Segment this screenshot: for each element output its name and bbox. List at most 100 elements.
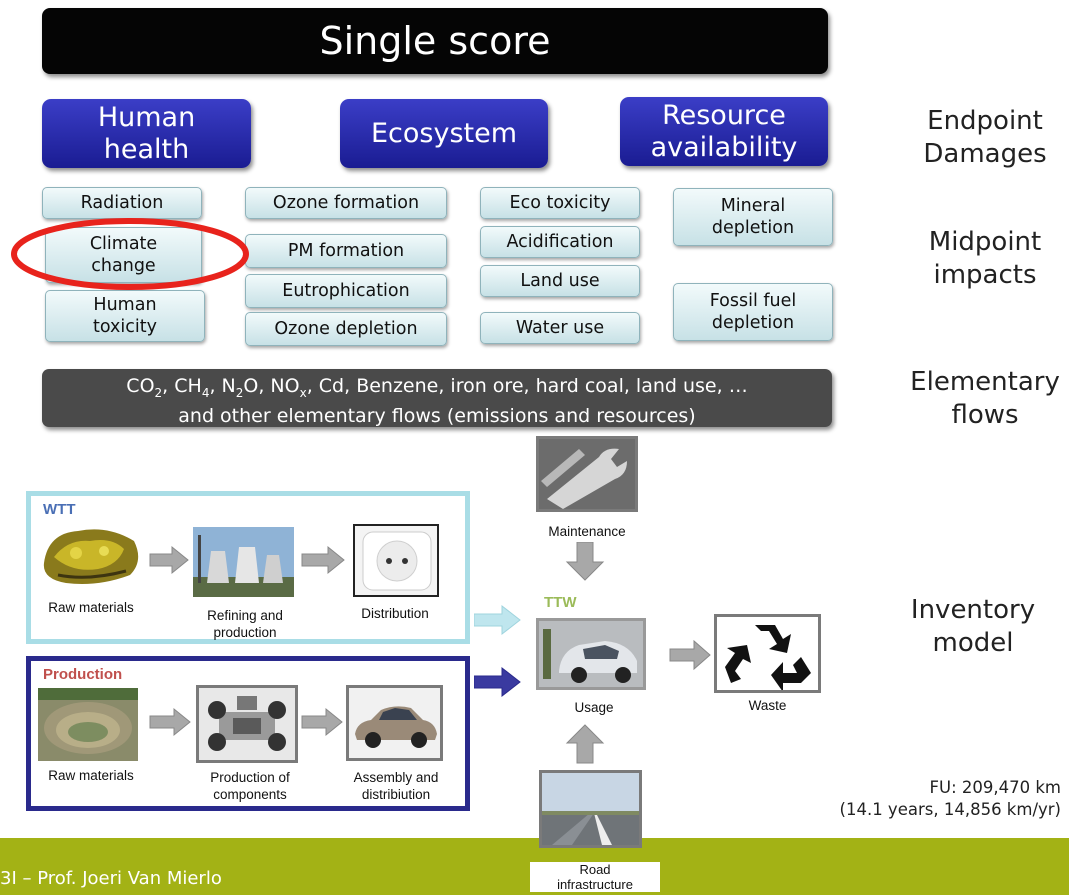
elementary-flows-line1: CO2, CH4, N2O, NOx, Cd, Benzene, iron or… (42, 375, 832, 405)
production-frame (26, 656, 470, 811)
maintenance-caption: Maintenance (548, 524, 626, 539)
road-icon (542, 773, 639, 845)
midpoint-ozone-depletion: Ozone depletion (245, 312, 447, 346)
car-icon (355, 706, 437, 748)
recycle-icon (725, 625, 811, 690)
midpoint-water-use: Water use (480, 312, 640, 344)
midpoint-acidification: Acidification (480, 226, 640, 258)
flow-co-sub: 2 (154, 385, 163, 400)
functional-unit: FU: 209,470 km (14.1 years, 14,856 km/yr… (840, 777, 1061, 821)
waste-caption: Waste (748, 698, 787, 713)
mine-raw-materials-image (38, 688, 138, 761)
midpoint-label-line2: depletion (711, 313, 795, 333)
wtt-label: WTT (43, 501, 76, 518)
caption-line2: production (213, 625, 277, 640)
midpoint-label-line2: change (91, 256, 156, 276)
side-label-line1: Midpoint (928, 227, 1042, 257)
label-midpoint-impacts: Midpoint impacts (900, 226, 1069, 292)
fu-line2: (14.1 years, 14,856 km/yr) (839, 800, 1061, 819)
usage-car-image (536, 618, 646, 690)
wrench-icon (539, 439, 635, 509)
flow-co: CO (126, 375, 155, 397)
midpoint-eco-toxicity: Eco toxicity (480, 187, 640, 219)
midpoint-label-line2: toxicity (93, 317, 157, 337)
footer-author: 3I – Prof. Joeri Van Mierlo (0, 868, 222, 889)
assembled-car-image (346, 685, 443, 761)
arrow-raw-to-refining (149, 545, 189, 575)
electric-car-icon (539, 621, 643, 687)
midpoint-label-line1: Fossil fuel (709, 291, 797, 311)
endpoint-label-line2: availability (650, 131, 798, 163)
midpoint-land-use: Land use (480, 265, 640, 297)
arrow-components-to-assembly (301, 707, 343, 737)
components-image (196, 685, 298, 763)
production-label: Production (43, 666, 123, 683)
refining-caption: Refining and production (190, 607, 300, 641)
side-label-line1: Inventory (910, 595, 1036, 625)
endpoint-label-line1: Resource (662, 99, 786, 131)
fu-line1: FU: 209,470 km (929, 778, 1061, 797)
arrow-production-to-ttw (474, 666, 521, 698)
arrow-refining-to-distribution (301, 545, 345, 575)
arrow-road-to-usage (565, 724, 605, 764)
midpoint-ozone-formation: Ozone formation (245, 187, 447, 219)
arrow-mine-to-components (149, 707, 191, 737)
endpoint-ecosystem: Ecosystem (340, 99, 548, 168)
caption-line2: infrastructure (557, 877, 633, 892)
wtt-raw-materials-caption: Raw materials (48, 600, 134, 615)
highlight-ellipse-shape (11, 218, 249, 290)
midpoint-label-line1: Climate (89, 234, 158, 254)
highlight-ellipse (11, 218, 249, 290)
usage-caption: Usage (574, 700, 614, 715)
flow-o-sub: x (299, 385, 307, 400)
arrow-wtt-to-ttw (474, 604, 521, 636)
midpoint-pm-formation: PM formation (245, 234, 447, 268)
arrow-usage-to-waste (669, 639, 711, 671)
wtt-frame (26, 491, 470, 644)
waste-recycle-image (714, 614, 821, 693)
flow-rest: , Cd, Benzene, iron ore, hard coal, land… (306, 375, 748, 397)
distribution-socket-image (353, 524, 439, 597)
socket-icon (362, 531, 432, 591)
label-endpoint-damages: Endpoint Damages (900, 105, 1069, 171)
road-caption: Road infrastructure (530, 862, 660, 892)
flow-o: O, NO (243, 375, 300, 397)
flow-ch: , CH (162, 375, 202, 397)
road-infrastructure-image (539, 770, 642, 848)
refining-plant-image (193, 527, 294, 597)
distribution-caption: Distribution (361, 606, 429, 621)
midpoint-label-line1: Human (93, 295, 157, 315)
flow-n-sub: 2 (235, 385, 244, 400)
caption-line1: Production of (210, 770, 290, 785)
midpoint-radiation: Radiation (42, 187, 202, 219)
flow-n: , N (209, 375, 236, 397)
prod-raw-materials-caption: Raw materials (48, 768, 134, 783)
caption-line2: distribiution (361, 787, 431, 802)
side-label-line2: model (932, 628, 1014, 658)
midpoint-label-line2: depletion (711, 218, 795, 238)
ttw-label: TTW (544, 594, 577, 611)
elementary-flows-line2: and other elementary flows (emissions an… (178, 404, 696, 427)
endpoint-label-line2: health (103, 133, 190, 165)
midpoint-eutrophication: Eutrophication (245, 274, 447, 308)
components-caption: Production of components (190, 769, 310, 803)
side-label-line1: Endpoint (927, 106, 1043, 136)
elementary-flows-box: CO2, CH4, N2O, NOx, Cd, Benzene, iron or… (42, 369, 832, 427)
single-score-box: Single score (42, 8, 828, 74)
flow-ch-sub: 4 (201, 385, 210, 400)
endpoint-label: Ecosystem (370, 117, 518, 149)
midpoint-label-line1: Mineral (720, 196, 786, 216)
side-label-line1: Elementary (910, 367, 1060, 397)
endpoint-label-line1: Human (97, 101, 196, 133)
side-label-line2: flows (951, 400, 1019, 430)
maintenance-wrench-image (536, 436, 638, 512)
raw-materials-ore-image (43, 529, 139, 584)
caption-line2: components (213, 787, 287, 802)
assembly-caption: Assembly and distribiution (340, 769, 452, 803)
